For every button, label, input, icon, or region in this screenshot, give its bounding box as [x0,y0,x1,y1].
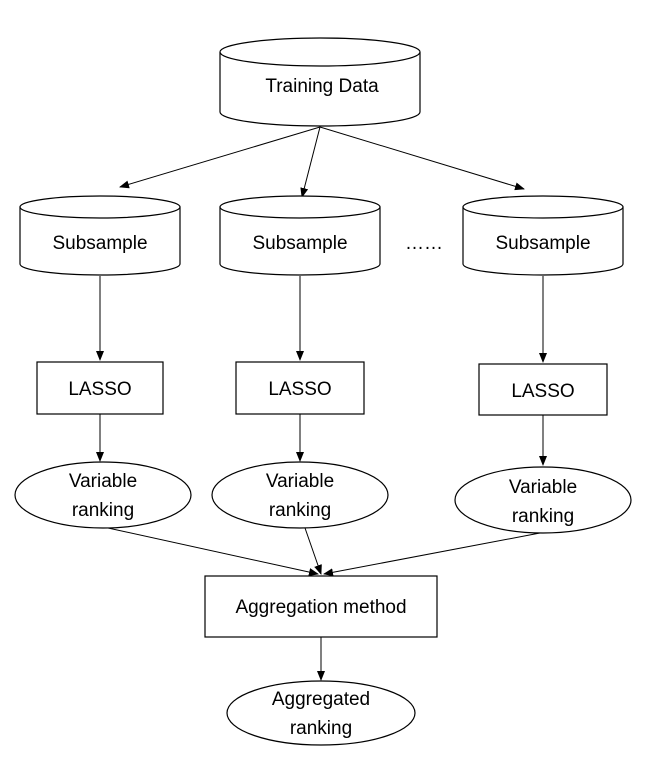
lasso-node-2: LASSO [235,361,365,415]
variable-ranking-line1-2: Variable [266,471,334,492]
variable-ranking-line1-3: Variable [509,477,577,498]
training-data-label: Training Data [265,76,379,97]
variable-ranking-line2-2: ranking [269,500,331,521]
subsample-label-3: Subsample [495,233,590,254]
aggregated-ranking-line1: Aggregated [272,689,370,710]
arrow-ranking-to-aggregation-1 [107,527,319,576]
variable-ranking-node-2: Variable ranking [211,461,389,529]
variable-ranking-node-3: Variable ranking [454,466,632,534]
subsample-label-2: Subsample [252,233,347,254]
variable-ranking-line2-3: ranking [512,506,574,527]
subsample-node-3: Subsample [462,195,624,276]
variable-ranking-line1-1: Variable [69,471,137,492]
arrow-ranking-to-aggregation-2 [304,527,322,575]
subsample-node-1: Subsample [19,195,181,276]
aggregated-ranking-node: Aggregated ranking [226,680,416,746]
ellipsis-label: …… [405,233,443,254]
aggregation-method-node: Aggregation method [204,575,438,638]
lasso-label-3: LASSO [511,381,574,402]
training-data-node: Training Data [219,37,421,127]
subsample-node-2: Subsample [219,195,381,276]
arrow-training-to-subsample-3 [319,126,525,191]
arrow-training-to-subsample-2 [300,126,321,198]
arrow-ranking-to-aggregation-3 [323,532,541,577]
variable-ranking-node-1: Variable ranking [14,461,192,529]
subsample-label-1: Subsample [52,233,147,254]
arrow-training-to-subsample-1 [119,126,321,189]
aggregation-method-label: Aggregation method [235,597,406,618]
lasso-node-3: LASSO [478,363,608,416]
lasso-label-2: LASSO [268,379,331,400]
lasso-node-1: LASSO [36,361,164,415]
lasso-label-1: LASSO [68,379,131,400]
aggregated-ranking-line2: ranking [290,718,352,739]
variable-ranking-line2-1: ranking [72,500,134,521]
